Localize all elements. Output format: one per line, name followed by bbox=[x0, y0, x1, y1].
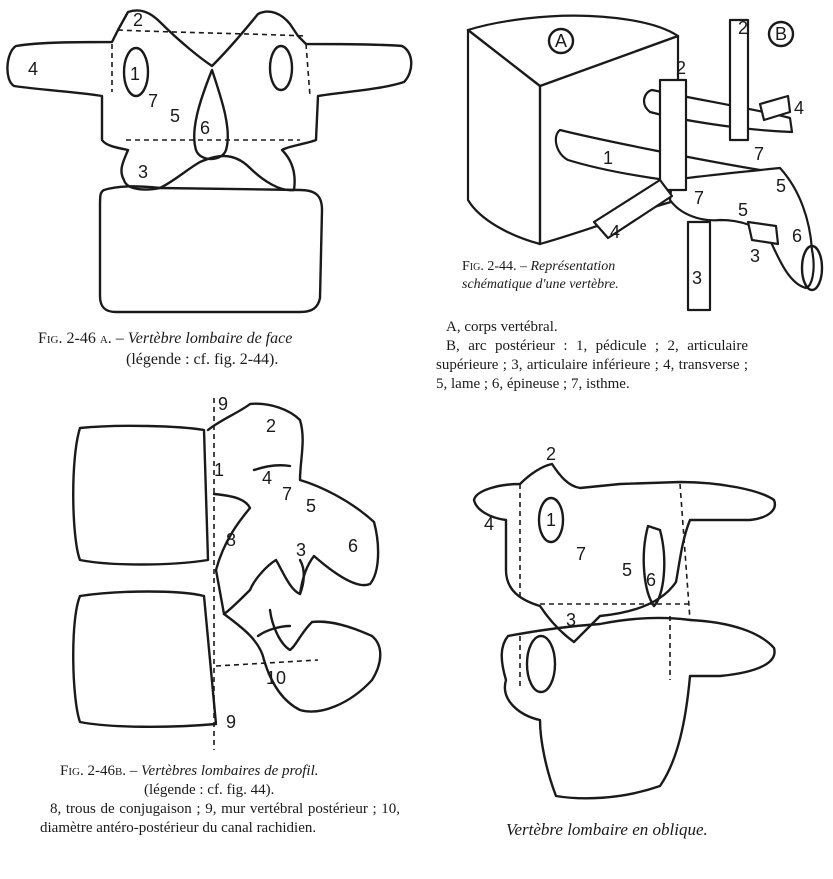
fig246b-label: 3 bbox=[296, 540, 306, 560]
fig-2-46a-caption-legend: (légende : cf. fig. 2-44). bbox=[38, 351, 278, 368]
fig-2-44-caption-title-1: Représentation bbox=[531, 259, 616, 274]
fig-2-46a-caption: Fig. 2-46 a. – Vertèbre lombaire de face… bbox=[38, 328, 398, 370]
fig-2-44-caption-title-2: schématique d'une vertèbre. bbox=[462, 277, 619, 292]
fig-2-44-legend-a: A, corps vertébral. bbox=[436, 318, 748, 337]
fig246a-label: 6 bbox=[200, 118, 210, 138]
fig246a-label: 3 bbox=[138, 162, 148, 182]
fig-2-46b-legend: 8, trous de conjugaison ; 9, mur vertébr… bbox=[40, 800, 400, 838]
fig-2-46b-caption-title: Vertèbres lombaires de profil. bbox=[141, 763, 318, 779]
fig246b-label: 8 bbox=[226, 530, 236, 550]
fig246a-label: 2 bbox=[133, 10, 143, 30]
fig-2-44-legend: A, corps vertébral. B, arc postérieur : … bbox=[436, 318, 748, 394]
fig246b-label: 5 bbox=[306, 496, 316, 516]
fig246b-label: 10 bbox=[266, 668, 286, 688]
fig244-label: 7 bbox=[754, 144, 764, 164]
oblique-caption: Vertèbre lombaire en oblique. bbox=[506, 820, 806, 839]
fig246b-label: 7 bbox=[282, 484, 292, 504]
fig-2-46b-caption-prefix: Fig. 2-46b. – bbox=[60, 763, 137, 779]
oblique-label: 4 bbox=[484, 514, 494, 534]
fig246b-label: 4 bbox=[262, 468, 272, 488]
fig244-label-A: A bbox=[555, 31, 567, 51]
oblique-caption-text: Vertèbre lombaire en oblique. bbox=[506, 820, 708, 839]
oblique-label: 1 bbox=[546, 510, 556, 530]
fig-2-46b-caption-legend: (légende : cf. fig. 44). bbox=[40, 781, 400, 800]
fig-2-46b-caption: Fig. 2-46b. – Vertèbres lombaires de pro… bbox=[40, 762, 400, 838]
oblique-label: 3 bbox=[566, 610, 576, 630]
fig-2-44-caption-prefix: Fig. 2-44. – bbox=[462, 259, 527, 274]
fig-2-46b-drawing: 9 2 1 4 7 5 8 3 6 10 9 bbox=[73, 394, 380, 750]
fig244-label-B: B bbox=[775, 24, 787, 44]
fig246b-label: 2 bbox=[266, 416, 276, 436]
fig244-label: 6 bbox=[792, 226, 802, 246]
fig246a-label: 5 bbox=[170, 106, 180, 126]
fig246b-label: 9 bbox=[218, 394, 228, 414]
fig246a-label: 1 bbox=[130, 64, 140, 84]
fig244-label: 4 bbox=[610, 222, 620, 242]
fig244-label: 3 bbox=[750, 246, 760, 266]
fig244-label: 2 bbox=[676, 58, 686, 78]
fig246b-label: 6 bbox=[348, 536, 358, 556]
fig244-label: 4 bbox=[794, 98, 804, 118]
fig246a-label: 4 bbox=[28, 59, 38, 79]
fig244-label: 1 bbox=[603, 148, 613, 168]
oblique-label: 6 bbox=[646, 570, 656, 590]
fig244-label: 2 bbox=[738, 18, 748, 38]
fig244-label: 7 bbox=[694, 188, 704, 208]
oblique-view-drawing: 2 4 1 7 5 6 3 bbox=[474, 444, 775, 798]
fig244-label: 5 bbox=[776, 176, 786, 196]
fig-2-46a-caption-title: Vertèbre lombaire de face bbox=[128, 330, 293, 347]
fig246a-label: 7 bbox=[148, 91, 158, 111]
fig244-label: 5 bbox=[738, 200, 748, 220]
fig246b-label: 1 bbox=[214, 460, 224, 480]
fig246b-label: 9 bbox=[226, 712, 236, 732]
oblique-label: 7 bbox=[576, 544, 586, 564]
fig-2-46a-drawing: 2 1 4 7 5 6 3 bbox=[7, 10, 411, 312]
fig-2-44-caption: Fig. 2-44. – Représentation schématique … bbox=[462, 258, 702, 294]
fig-2-44-legend-b: B, arc postérieur : 1, pédicule ; 2, art… bbox=[436, 337, 748, 394]
oblique-label: 5 bbox=[622, 560, 632, 580]
oblique-label: 2 bbox=[546, 444, 556, 464]
fig-2-46a-caption-prefix: Fig. 2-46 a. – bbox=[38, 330, 124, 347]
